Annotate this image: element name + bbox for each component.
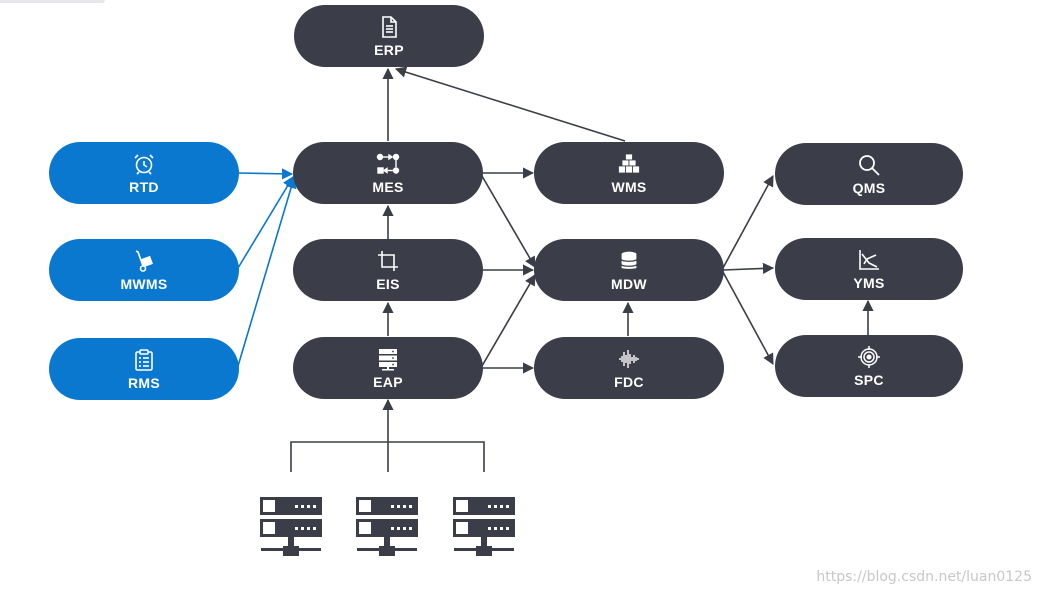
clipboard-icon [135,348,153,371]
arrow-mdw-to-spc [722,271,774,365]
arrow-wms-to-erp [394,66,626,142]
erp-label: ERP [374,41,404,58]
rtd-node: RTD [49,142,239,204]
fdc-node: FDC [534,337,724,399]
spc-node: SPC [775,335,963,397]
rtd-label: RTD [129,178,159,195]
rms-node: RMS [49,338,239,400]
hand-truck-icon [135,249,153,272]
mdw-node: MDW [534,239,724,301]
arrow-eap-to-mdw [481,274,536,367]
fdc-label: FDC [614,373,644,390]
yms-label: YMS [853,274,885,291]
yms-node: YMS [775,238,963,300]
arrow-mes-to-mdw [481,175,536,268]
wms-label: WMS [611,178,647,195]
magnifier-icon [859,154,880,176]
crop-icon [378,250,398,271]
erp-node: ERP [294,5,484,67]
eis-node: EIS [293,239,483,301]
equipment-bracket-to-eap [290,441,485,472]
spc-label: SPC [854,371,884,388]
eap-node: EAP [293,337,483,399]
target-icon [858,345,880,368]
qms-label: QMS [852,179,886,196]
arrow-rms-to-mes [237,176,297,367]
arrow-mdw-to-yms [722,262,775,274]
chart-trend-icon [859,249,879,270]
database-icon [620,249,638,270]
waveform-icon [619,349,639,368]
workflow-icon [376,153,400,174]
boxes-icon [618,153,640,173]
mwms-node: MWMS [49,239,239,301]
server-rack-icon [453,497,515,556]
arrow-mdw-to-qms [722,175,774,269]
mwms-label: MWMS [120,275,168,292]
arrow-rtd-to-mes [237,168,294,180]
alarm-clock-icon [134,153,154,175]
server-stack-icon [379,348,397,370]
top-decoration-line [0,0,105,3]
eis-label: EIS [376,275,400,292]
rms-label: RMS [127,374,160,391]
mes-label: MES [372,178,404,195]
document-icon [382,15,397,38]
server-rack-icon [356,497,418,556]
wms-node: WMS [534,142,724,204]
eap-label: EAP [373,373,403,390]
watermark-text: https://blog.csdn.net/luan0125 [816,569,1032,585]
qms-node: QMS [775,143,963,205]
arrow-mwms-to-mes [237,176,294,269]
mdw-label: MDW [611,275,647,292]
mes-node: MES [293,142,483,204]
server-rack-icon [260,497,322,556]
